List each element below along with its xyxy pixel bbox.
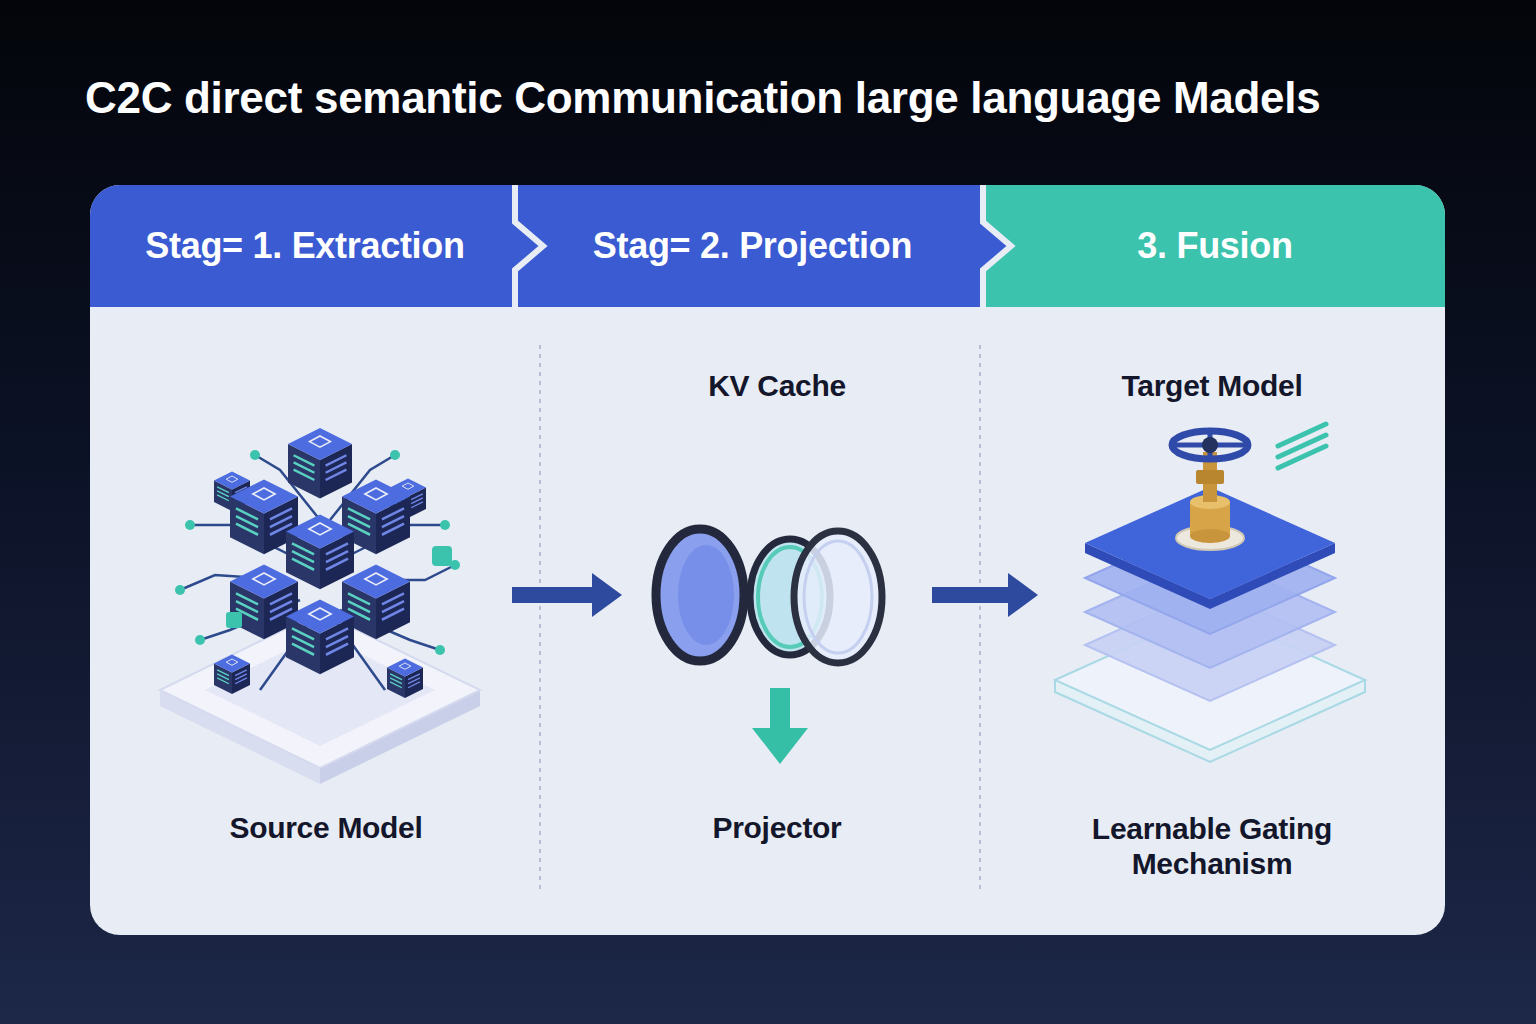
source-model-illustration	[286, 515, 354, 590]
node-label: Source Model	[229, 811, 422, 846]
target-model-illustration	[1055, 431, 1365, 762]
lens-illustration	[656, 529, 882, 663]
source-model-illustration	[435, 645, 445, 655]
header-band	[985, 185, 1445, 307]
lens-illustration	[678, 545, 734, 645]
lens-illustration	[656, 529, 744, 661]
source-model-illustration	[390, 450, 400, 460]
target-model-illustration	[1085, 487, 1335, 599]
source-model-illustration	[432, 546, 452, 566]
content-group: Target ModelLearnable Gating Mechanism	[1038, 355, 1386, 895]
node-label: Target Model	[1122, 369, 1303, 404]
flow-arrow	[512, 587, 592, 603]
source-model-illustration	[160, 428, 480, 784]
target-model-illustration	[1196, 470, 1224, 484]
stage-column: Stag= 1. ExtractionSource Model	[90, 185, 520, 935]
source-model-illustration	[195, 635, 205, 645]
panel	[90, 185, 1445, 935]
chevron-separator	[983, 185, 1011, 307]
stage-header: Stag= 1. Extraction	[90, 185, 520, 307]
teal-stroke-symbol	[1278, 424, 1326, 468]
lens-illustration	[804, 541, 872, 653]
diagram-title: C2C direct semantic Communication large …	[85, 72, 1320, 125]
source-model-illustration	[440, 520, 450, 530]
column-divider	[979, 345, 981, 890]
node-label: KV Cache	[708, 369, 846, 404]
column-divider	[539, 345, 541, 890]
stage-header: 3. Fusion	[985, 185, 1445, 307]
stage-column: 3. FusionTarget ModelLearnable Gating Me…	[985, 185, 1445, 935]
source-model-illustration	[288, 428, 352, 498]
target-model-illustration	[1190, 529, 1230, 543]
source-model-illustration	[185, 520, 195, 530]
source-model-illustration	[286, 600, 354, 675]
stage-column: Stag= 2. Projection KV CacheProjector	[520, 185, 985, 935]
teal-stroke-symbol	[1278, 446, 1326, 468]
target-model-illustration	[1176, 526, 1244, 550]
source-model-illustration	[214, 655, 250, 695]
panel	[90, 185, 1445, 935]
node-label: Projector	[712, 811, 841, 846]
source-model-illustration	[250, 450, 260, 460]
down-arrow-symbol	[752, 688, 808, 764]
node-label: Learnable Gating Mechanism	[1062, 812, 1362, 881]
content-group: KV CacheProjector	[622, 355, 932, 895]
chevron-separator	[515, 185, 543, 307]
stage-header: Stag= 2. Projection	[520, 185, 985, 307]
target-model-illustration	[1175, 432, 1245, 458]
source-model-illustration	[175, 585, 185, 595]
stage-heading: Stag= 2. Projection	[593, 225, 912, 267]
flow-arrow	[932, 587, 1008, 603]
lens-illustration	[794, 531, 882, 663]
target-model-illustration	[1172, 431, 1248, 459]
target-model-illustration	[1202, 437, 1218, 453]
stage-heading: Stag= 1. Extraction	[145, 225, 464, 267]
teal-stroke-symbol	[1278, 435, 1326, 457]
panel	[90, 185, 1445, 307]
header-band	[90, 185, 1013, 307]
source-model-illustration	[226, 612, 242, 628]
content-group: Source Model	[140, 355, 512, 895]
stage-heading: 3. Fusion	[1137, 225, 1292, 267]
teal-stroke-symbol	[1278, 424, 1326, 446]
source-model-illustration	[387, 659, 423, 699]
